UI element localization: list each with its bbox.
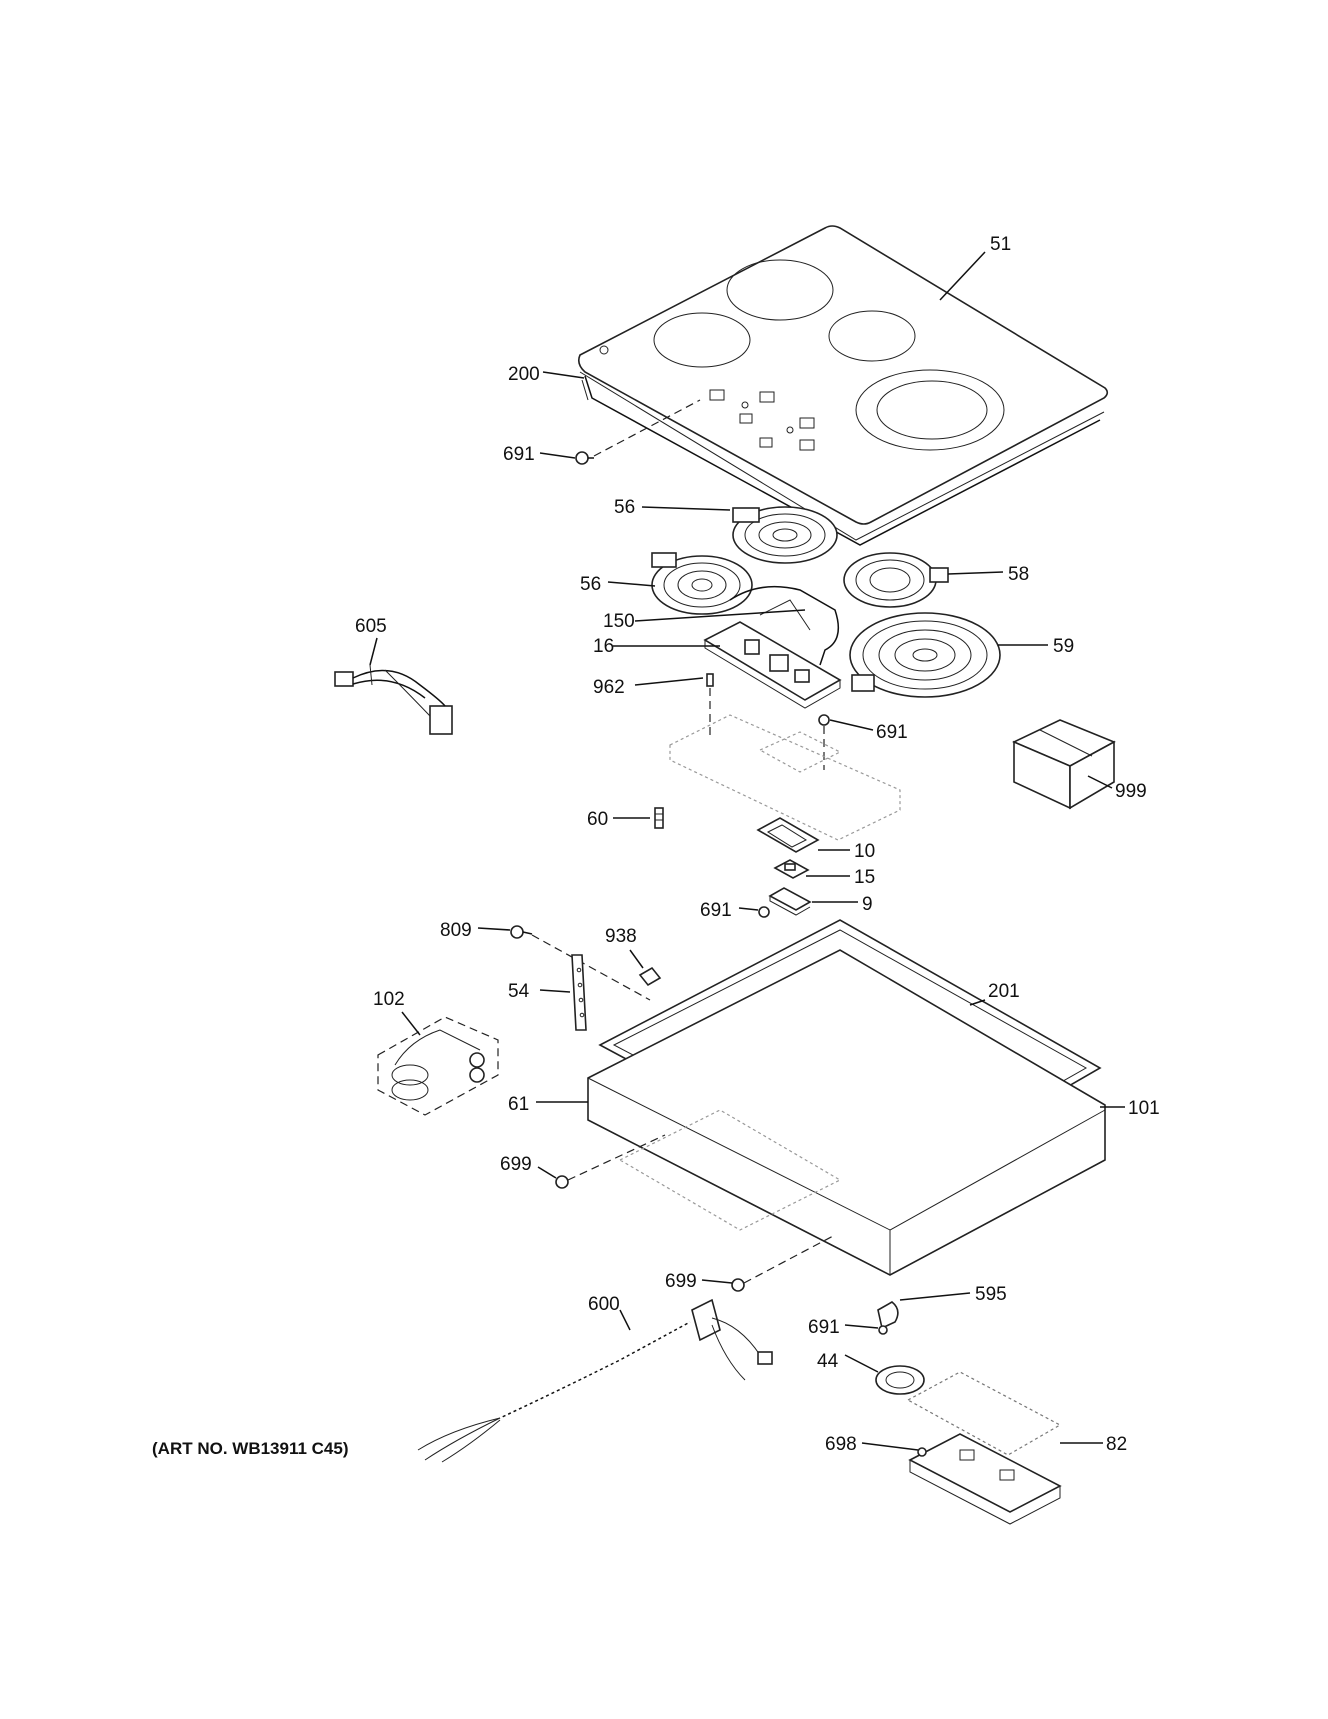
chassis-box-61 — [587, 949, 1106, 1276]
callout-200: 200 — [508, 364, 540, 385]
callout-699-upper: 699 — [500, 1154, 532, 1175]
callout-698: 698 — [825, 1434, 857, 1455]
callout-61: 61 — [508, 1094, 529, 1115]
cooktop-glass — [578, 225, 1109, 541]
callout-56-front: 56 — [580, 574, 601, 595]
element-wire-harness — [729, 585, 840, 666]
radiant-element-58 — [843, 552, 949, 608]
callout-595: 595 — [975, 1284, 1007, 1305]
screw-691-lower — [758, 906, 770, 918]
callout-699-lower: 699 — [665, 1271, 697, 1292]
power-cord-600 — [417, 1298, 773, 1463]
radiant-element-56-front-left — [651, 552, 753, 615]
spring-60 — [654, 807, 664, 829]
callout-999: 999 — [1115, 781, 1147, 802]
grommet-44 — [875, 1365, 925, 1395]
control-board-bracket — [669, 714, 901, 841]
screw-699-lower — [731, 1234, 836, 1292]
callout-938: 938 — [605, 926, 637, 947]
callout-51: 51 — [990, 234, 1011, 255]
callout-809: 809 — [440, 920, 472, 941]
screw-698 — [917, 1447, 927, 1457]
seal-10 — [756, 817, 820, 853]
screw-699-upper — [555, 1134, 666, 1189]
radiant-element-59 — [849, 612, 1001, 698]
callout-10: 10 — [854, 841, 875, 862]
callout-600: 600 — [588, 1294, 620, 1315]
screw-809 — [510, 925, 651, 1001]
callout-691-lower: 691 — [700, 900, 732, 921]
callout-101: 101 — [1128, 1098, 1160, 1119]
cooktop-gasket — [584, 375, 1101, 546]
terminal-block-102 — [377, 1016, 499, 1116]
bracket-54 — [571, 954, 587, 1031]
callout-56-rear: 56 — [614, 497, 635, 518]
callout-102: 102 — [373, 989, 405, 1010]
callout-54: 54 — [508, 981, 530, 1002]
art-number: (ART NO. WB13911 C45) — [152, 1439, 349, 1458]
callout-labels: 51 200 691 56 56 58 150 605 16 59 962 69… — [152, 234, 1160, 1458]
screw-691-top — [575, 399, 701, 465]
clamp-595 — [877, 1301, 899, 1330]
control-board — [703, 621, 842, 709]
callout-44: 44 — [817, 1351, 839, 1372]
callout-82: 82 — [1106, 1434, 1127, 1455]
callout-691-middle: 691 — [876, 722, 908, 743]
touch-controls-printing — [709, 389, 815, 451]
callout-58: 58 — [1008, 564, 1029, 585]
callout-201: 201 — [988, 981, 1020, 1002]
cover-9 — [768, 887, 812, 916]
callout-691-top: 691 — [503, 444, 535, 465]
callout-60: 60 — [587, 809, 608, 830]
screw-691-middle — [818, 714, 830, 770]
wire-harness-605 — [334, 664, 453, 735]
callout-9: 9 — [862, 894, 873, 915]
callout-691-bottom: 691 — [808, 1317, 840, 1338]
callout-150: 150 — [603, 611, 635, 632]
radiant-element-56-rear-left — [732, 506, 838, 564]
callout-962: 962 — [593, 677, 625, 698]
screw-691-bottom — [878, 1325, 888, 1335]
callout-605: 605 — [355, 616, 387, 637]
standoff-962 — [706, 673, 714, 740]
module-82 — [906, 1371, 1062, 1525]
leader-lines — [369, 251, 1125, 1451]
callout-15: 15 — [854, 867, 875, 888]
knob-cover-15 — [773, 859, 810, 879]
callout-16: 16 — [593, 636, 614, 657]
literature-box-999 — [1012, 719, 1116, 810]
callout-59: 59 — [1053, 636, 1074, 657]
clip-938 — [638, 966, 662, 987]
